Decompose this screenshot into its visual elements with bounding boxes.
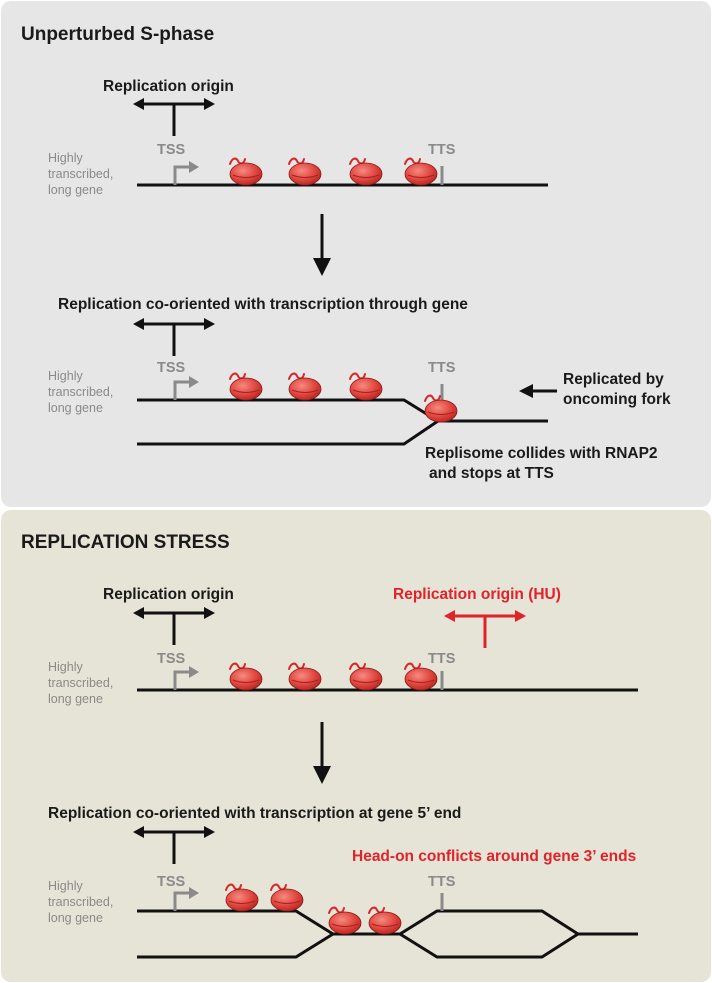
gene-label-line2: transcribed, [48,895,113,909]
gene-label-line3: long gene [48,183,103,197]
dna-replicated-upper [137,909,638,936]
tts-label: TTS [428,142,456,158]
gene-label-line2: transcribed, [48,676,113,690]
gene-label-line3: long gene [48,401,103,415]
panel-title-stress: REPLICATION STRESS [21,532,230,553]
gene-label-line1: Highly [48,879,83,893]
gene-label-line2: transcribed, [48,167,113,181]
label-stops-at-tts: and stops at TTS [429,465,554,482]
label-replication-origin: Replication origin [103,586,234,603]
gene-label-line1: Highly [48,660,83,674]
gene-label-line1: Highly [48,369,83,383]
label-replicated-by: Replicated by [563,371,664,388]
gene-label-line2: transcribed, [48,385,113,399]
panel-title-unperturbed: Unperturbed S-phase [21,24,214,45]
label-oncoming-fork: oncoming fork [563,391,671,408]
arrow-down-icon [313,214,331,276]
tss-label: TSS [157,360,186,376]
tts-label: TTS [428,360,456,376]
dna-replicated-lower [137,419,439,446]
label-replisome-collides: Replisome collides with RNAP2 [425,445,658,462]
dna-replicated-upper [137,398,548,423]
dna-replicated-lower-left [137,932,334,959]
tss-label: TSS [157,142,186,158]
panel-unperturbed [1,1,711,507]
dna-replicated-lower-right [399,932,579,959]
panel-replication-stress [1,510,711,982]
label-replication-origin-hu: Replication origin (HU) [393,586,561,603]
arrow-left-icon [519,384,557,398]
tts-label: TTS [428,874,456,890]
gene-label-line3: long gene [48,692,103,706]
label-replication-origin: Replication origin [103,78,234,95]
arrow-down-icon [313,722,331,784]
label-co-oriented-through-gene: Replication co-oriented with transcripti… [58,296,468,313]
tts-label: TTS [428,651,456,667]
gene-label-line3: long gene [48,911,103,925]
label-co-oriented-5prime: Replication co-oriented with transcripti… [48,805,461,822]
tss-label: TSS [157,651,186,667]
tss-label: TSS [157,874,186,890]
gene-label-line1: Highly [48,151,83,165]
label-head-on-conflicts: Head-on conflicts around gene 3’ ends [352,848,636,865]
